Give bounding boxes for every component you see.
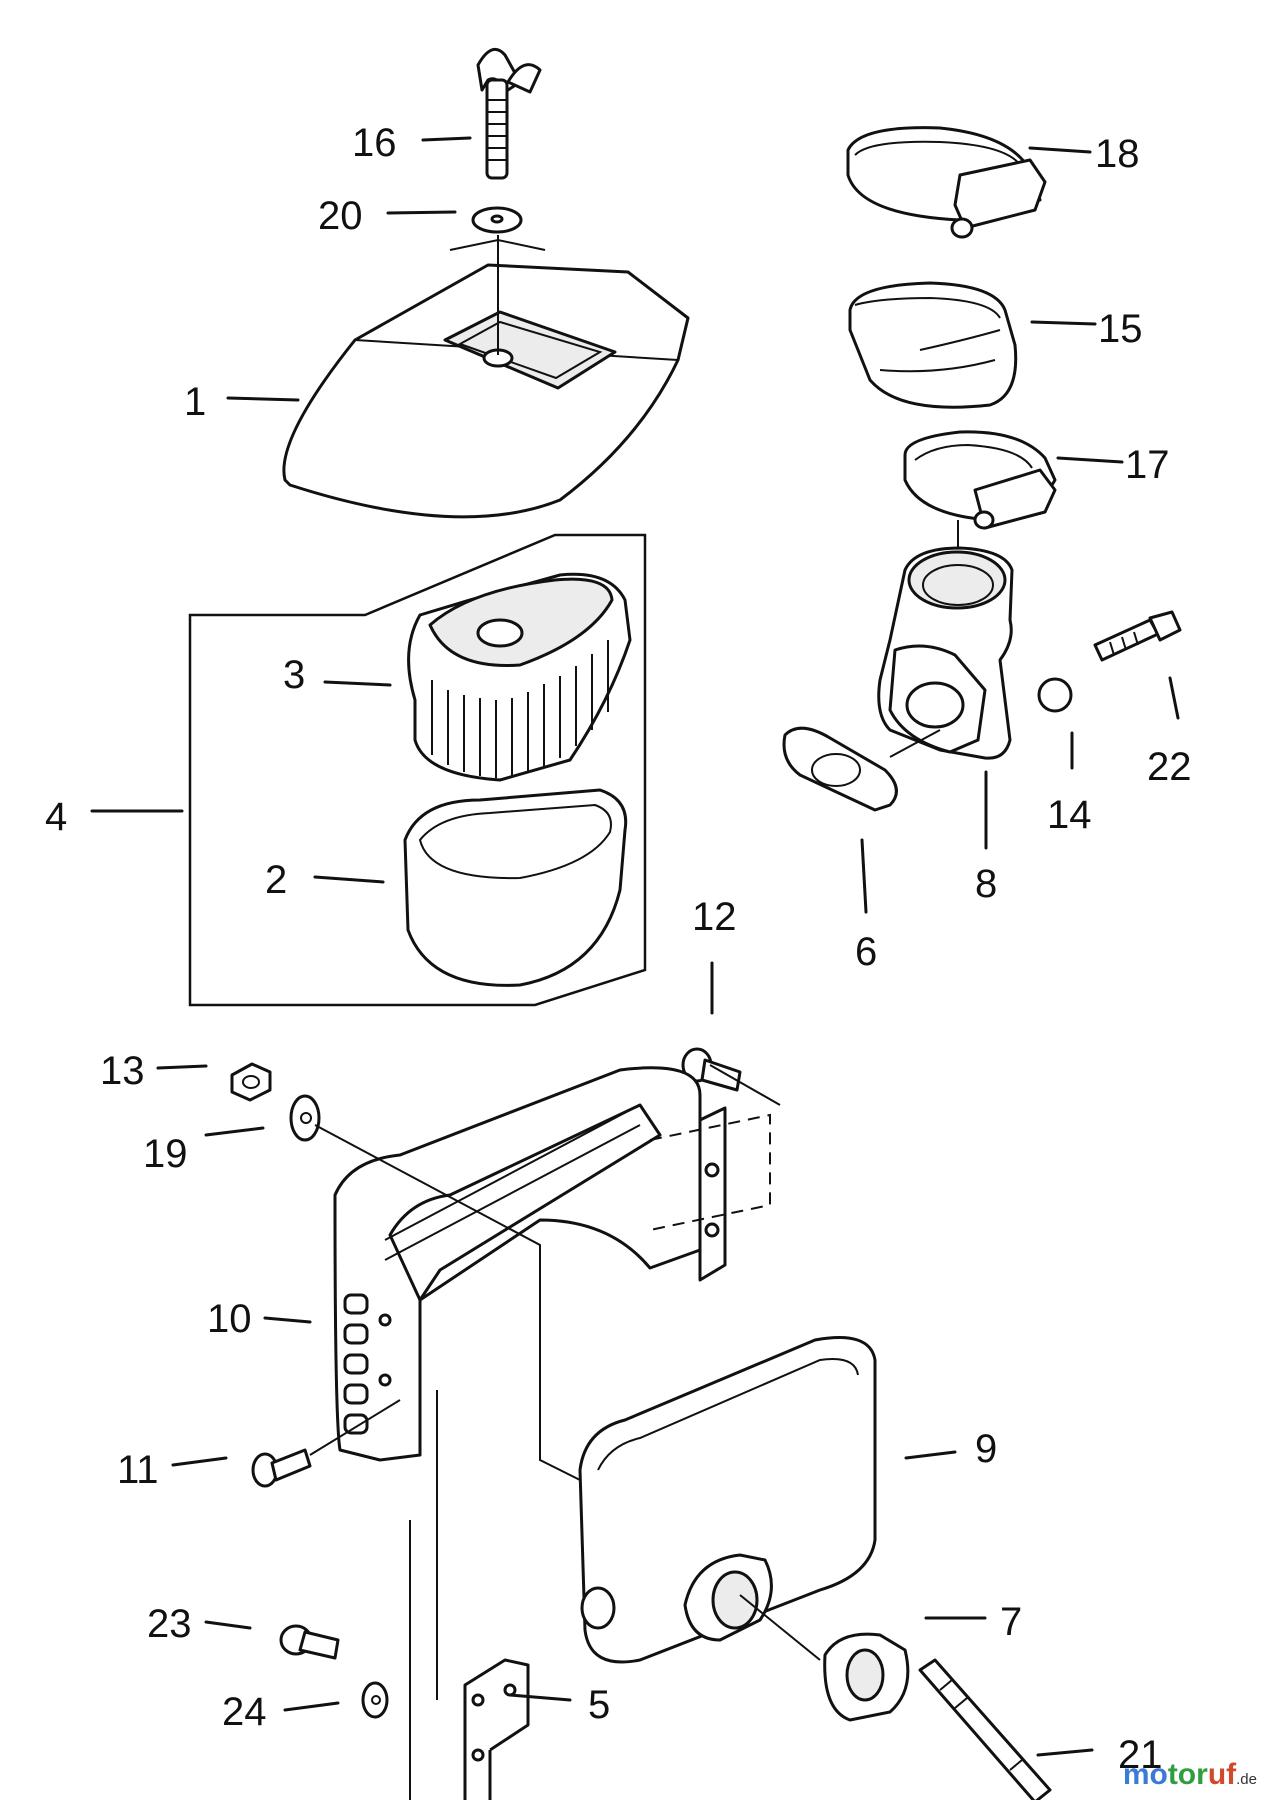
part-11-screw	[251, 1448, 312, 1488]
part-15-air-hose	[848, 281, 1018, 409]
part-7-muffler-gasket	[823, 1632, 910, 1722]
site-watermark-logo: motoruf.de	[1123, 1758, 1257, 1792]
callout-19: 19	[143, 1132, 188, 1176]
part-4-kit-bracket	[188, 533, 647, 1007]
part-10-muffler-bracket	[333, 1064, 781, 1462]
callout-24: 24	[222, 1690, 267, 1734]
part-2-precleaner	[403, 788, 628, 987]
callout-18: 18	[1095, 132, 1140, 176]
part-6-gasket	[782, 726, 898, 812]
callout-23: 23	[147, 1602, 192, 1646]
callout-3: 3	[283, 653, 305, 697]
callout-11: 11	[117, 1448, 159, 1492]
callout-13: 13	[100, 1049, 145, 1093]
callout-16: 16	[352, 121, 397, 165]
callout-labels: 16 20 1 3 4 2 18 15 17 22 14 8 6 12 13 1…	[45, 121, 1192, 1777]
callout-12: 12	[692, 895, 737, 939]
callout-14: 14	[1047, 793, 1092, 837]
callout-15: 15	[1098, 307, 1143, 351]
part-1-air-cleaner-cover	[282, 235, 690, 519]
part-18-hose-clamp-large	[846, 126, 1047, 239]
callout-5: 5	[588, 1683, 610, 1727]
watermark-part-3: uf	[1207, 1758, 1237, 1791]
callout-1: 1	[184, 380, 206, 424]
assembly-lines	[309, 520, 959, 1800]
part-9-muffler	[578, 1336, 877, 1664]
part-22-screw	[1093, 610, 1182, 662]
part-8-intake-elbow	[877, 546, 1014, 760]
watermark-part-2: tor	[1167, 1758, 1208, 1791]
part-19-washer	[289, 1094, 321, 1142]
callout-7: 7	[1000, 1600, 1022, 1644]
callout-10: 10	[207, 1297, 252, 1341]
part-3-pleated-filter	[407, 572, 632, 782]
part-24-washer	[361, 1681, 389, 1719]
callout-4: 4	[45, 795, 67, 839]
watermark-part-1: mo	[1122, 1758, 1168, 1791]
part-13-nut	[230, 1062, 272, 1102]
part-16-wing-bolt	[476, 47, 542, 180]
callout-8: 8	[975, 862, 997, 906]
callout-2: 2	[265, 858, 287, 902]
leader-lines	[90, 136, 1180, 1757]
part-20-washer	[471, 206, 523, 234]
callout-22: 22	[1147, 745, 1192, 789]
callout-20: 20	[318, 194, 363, 238]
part-17-hose-clamp-small	[903, 430, 1057, 530]
callout-9: 9	[975, 1427, 997, 1471]
part-5-support-bracket	[463, 1658, 530, 1800]
part-21-stud	[918, 1658, 1052, 1800]
callout-17: 17	[1125, 443, 1170, 487]
callout-6: 6	[855, 930, 877, 974]
part-23-flange-bolt	[279, 1624, 340, 1660]
watermark-tld: .de	[1236, 1771, 1257, 1788]
part-14-cap	[1037, 677, 1073, 713]
callout-21: 21	[1118, 1733, 1163, 1777]
